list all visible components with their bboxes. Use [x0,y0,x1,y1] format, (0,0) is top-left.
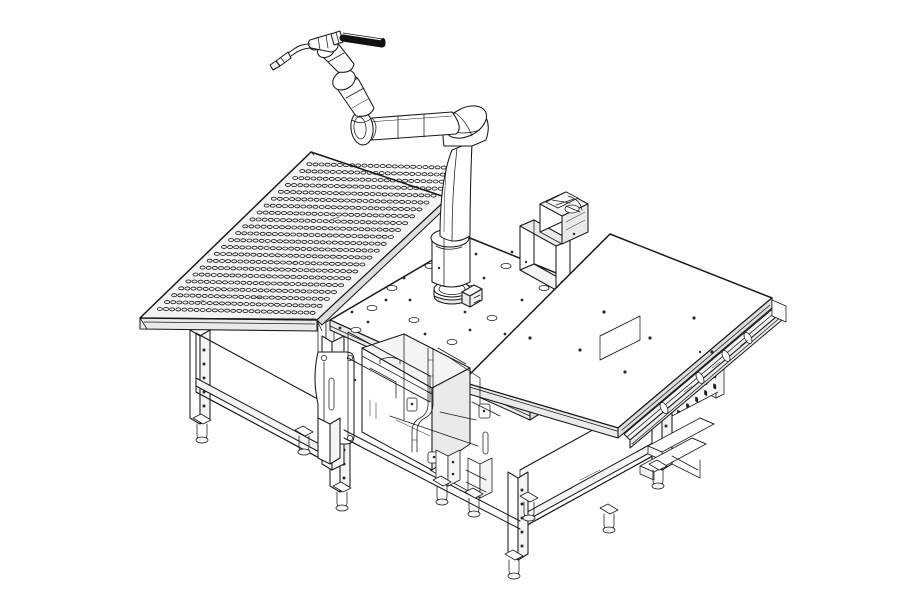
leveling-foot [192,413,212,444]
fixture-hole-grid [156,162,453,315]
wire-feeder-assembly [519,191,589,291]
robot-shoulder-column [439,141,473,242]
interior-cabinet [361,333,491,471]
robot-arm [308,37,489,308]
welding-torch [269,30,386,71]
leveling-foot [599,503,619,534]
leveling-foot [519,491,539,522]
left-worktable [139,151,453,512]
leveling-foot [432,475,452,506]
misc-hardware [347,350,702,497]
leveling-foot [332,481,352,512]
surface-holes [528,310,714,374]
robot-joint-1 [430,228,471,288]
upright-bolt-holes [202,348,206,408]
leveling-foot [464,487,484,518]
leveling-foot [504,549,524,580]
left-table-top [139,151,453,332]
mid-frame-members [343,315,641,530]
leveling-foot [648,459,668,490]
right-table-top [461,233,787,449]
robot-joint-3 [350,110,374,146]
center-column-assembly [314,335,355,471]
edge-linear-rail [623,299,787,449]
leveling-foot [294,425,314,456]
upright-bolt-holes [520,488,524,548]
right-worktable [461,233,787,580]
left-table-frame [189,317,437,512]
